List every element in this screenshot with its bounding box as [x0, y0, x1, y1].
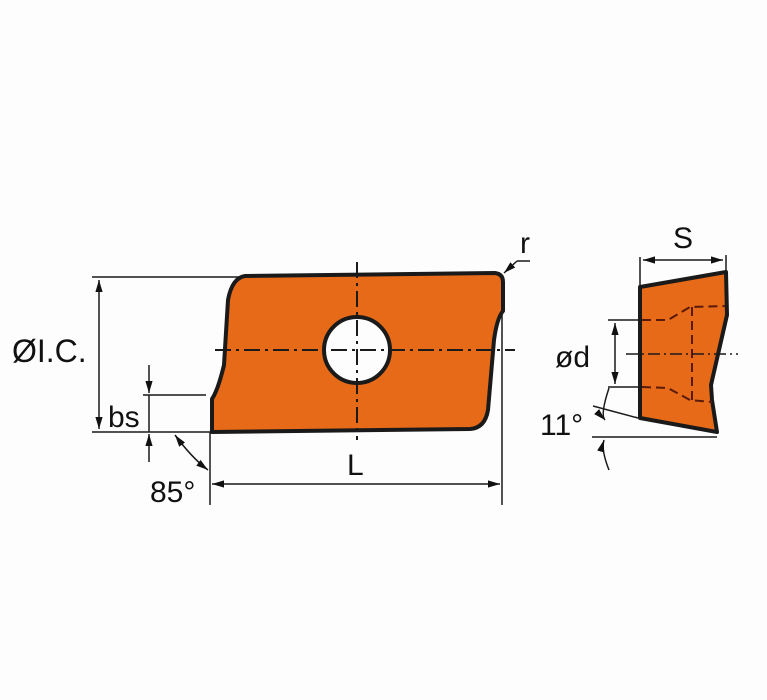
radius-label: r	[520, 227, 530, 260]
side-view: S ød 11°	[540, 222, 738, 471]
front-view: ØI.C. bs 85° L r	[12, 227, 530, 509]
clearance-angle-label: 11°	[540, 409, 583, 442]
length-label: L	[347, 449, 364, 482]
bs-label: bs	[108, 401, 140, 434]
angle-85-label: 85°	[150, 476, 195, 509]
thickness-label: S	[673, 222, 693, 255]
hole-diameter-label: ød	[555, 341, 590, 374]
ic-label: ØI.C.	[12, 333, 87, 369]
insert-side-body	[638, 270, 729, 434]
